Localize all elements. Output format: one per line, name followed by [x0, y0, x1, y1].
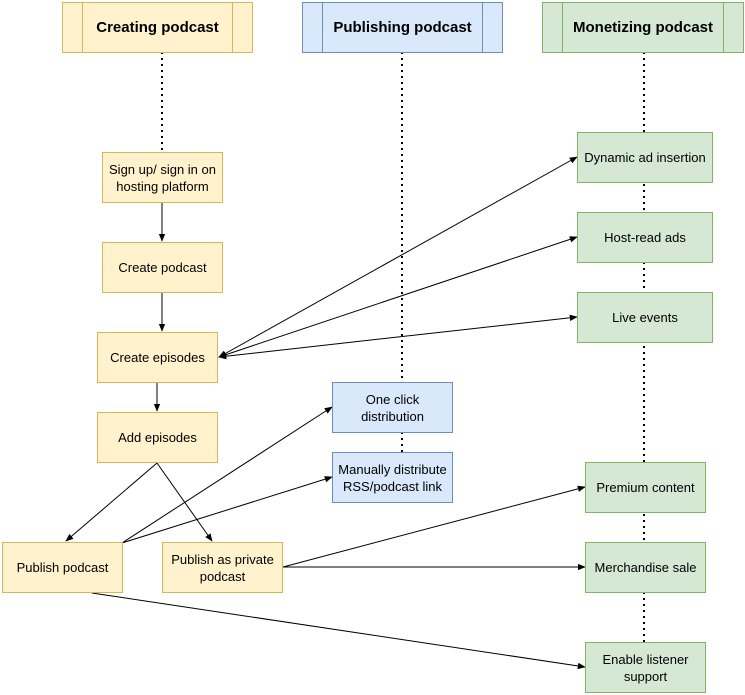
- node-premium-content: Premium content: [585, 462, 706, 513]
- node-publish-private: Publish as private podcast: [162, 542, 283, 593]
- node-sign-up: Sign up/ sign in on hosting platform: [102, 152, 223, 203]
- lane-header-creating: Creating podcast: [62, 2, 253, 53]
- arrow-episodes-host-read: [218, 236, 578, 358]
- arrow-publish-listener-support: [91, 592, 586, 670]
- arrow-publish-one-click: [121, 406, 333, 544]
- arrow-private-premium: [282, 485, 586, 568]
- arrow-publish-manual: [121, 476, 333, 544]
- node-merchandise-sale: Merchandise sale: [585, 542, 706, 593]
- node-live-events: Live events: [577, 292, 713, 343]
- node-create-episodes: Create episodes: [97, 332, 218, 383]
- node-publish-podcast: Publish podcast: [2, 542, 123, 593]
- node-dynamic-ad-insertion: Dynamic ad insertion: [577, 132, 713, 183]
- lane-header-publishing: Publishing podcast: [302, 2, 503, 53]
- node-one-click-distribution: One click distribution: [332, 382, 453, 433]
- lane-title-creating: Creating podcast: [96, 19, 219, 36]
- lane-header-monetizing: Monetizing podcast: [542, 2, 744, 53]
- arrow-episodes-live-events: [218, 314, 578, 360]
- node-manual-distribution: Manually distribute RSS/podcast link: [332, 452, 453, 503]
- lane-title-publishing: Publishing podcast: [333, 19, 472, 36]
- node-add-episodes: Add episodes: [97, 412, 218, 463]
- arrow-episodes-dynamic-ads: [218, 156, 578, 358]
- arrow-add-to-publish: [65, 462, 158, 542]
- lane-title-monetizing: Monetizing podcast: [573, 19, 713, 36]
- node-create-podcast: Create podcast: [102, 242, 223, 293]
- node-host-read-ads: Host-read ads: [577, 212, 713, 263]
- node-enable-listener-support: Enable listener support: [585, 642, 706, 693]
